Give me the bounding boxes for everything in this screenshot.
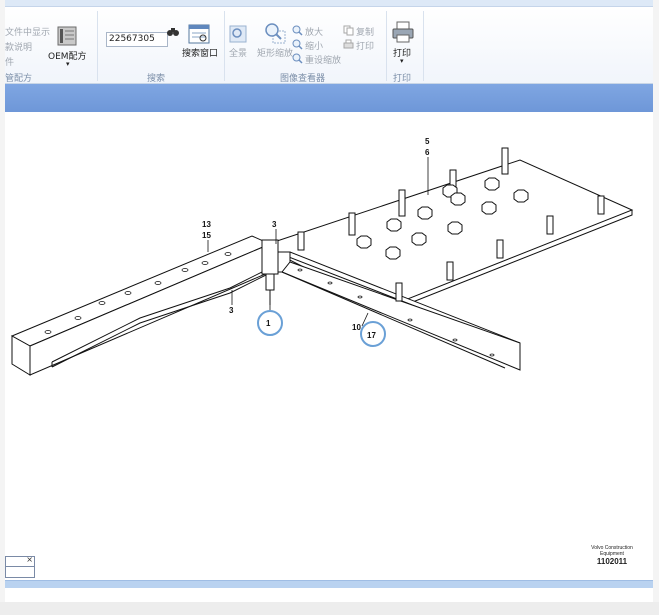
- callout-10[interactable]: 10: [352, 323, 361, 332]
- exploded-parts-drawing: 13 15 3 3 5 6 1 10 17: [10, 137, 634, 376]
- callout-17[interactable]: 17: [367, 331, 376, 340]
- window-footer: [0, 602, 659, 615]
- group-separator: [386, 11, 387, 81]
- oem-recipe-label: OEM配方: [48, 52, 87, 62]
- copy-button[interactable]: 复制: [356, 28, 375, 38]
- oem-recipe-button[interactable]: OEM配方 ▾: [48, 25, 88, 69]
- search-input[interactable]: 22567305: [106, 32, 168, 47]
- zoom-in-icon[interactable]: [292, 25, 303, 36]
- reset-zoom-icon[interactable]: [292, 53, 303, 64]
- ribbon-tab-strip: [5, 0, 653, 7]
- print-dropdown-arrow-icon[interactable]: ▾: [400, 57, 404, 65]
- window-left-border: [0, 0, 5, 615]
- copy-icon[interactable]: [343, 25, 354, 36]
- callout-3-top[interactable]: 3: [272, 220, 277, 229]
- ribbon-toolbar: 文件中显示 款说明 件 管配方 OEM配方 ▾ 22567305 搜索窗口 搜索: [5, 7, 653, 84]
- zoom-out-icon[interactable]: [292, 39, 303, 50]
- zoom-in-button[interactable]: 放大: [305, 28, 324, 38]
- print-group-label: 打印: [393, 74, 412, 84]
- status-bar: [5, 588, 653, 602]
- bottom-panel-band: [5, 580, 653, 588]
- group-separator: [97, 11, 98, 81]
- print-label: 打印: [393, 49, 412, 59]
- description-item[interactable]: 款说明: [5, 43, 33, 53]
- print-small-button[interactable]: 打印: [356, 42, 375, 52]
- full-view-label: 全景: [229, 49, 248, 59]
- watermark-line2: Equipment: [600, 551, 624, 557]
- image-viewer-canvas[interactable]: 13 15 3 3 5 6 1 10 17 Volvo Construction…: [5, 112, 653, 580]
- oem-dropdown-arrow-icon[interactable]: ▾: [66, 60, 70, 68]
- image-viewer-group-label: 图像查看器: [280, 74, 326, 84]
- search-window-icon: [188, 24, 210, 44]
- window-right-border: [653, 0, 659, 615]
- callout-1[interactable]: 1: [266, 319, 271, 328]
- close-icon[interactable]: ×: [26, 555, 33, 564]
- callout-15[interactable]: 15: [202, 231, 211, 240]
- search-group-label: 搜索: [147, 74, 166, 84]
- rect-zoom-button[interactable]: 矩形缩放: [255, 21, 293, 61]
- full-view-icon: [229, 25, 247, 43]
- watermark-line1: Volvo Construction: [591, 545, 633, 551]
- mini-panel-divider: [6, 566, 34, 567]
- callout-3-bottom[interactable]: 3: [229, 306, 234, 315]
- reset-zoom-button[interactable]: 重设缩放: [305, 56, 342, 66]
- rect-zoom-icon: [265, 23, 286, 44]
- print-small-icon[interactable]: [343, 39, 354, 50]
- mini-panel[interactable]: ×: [5, 555, 35, 578]
- part-item[interactable]: 件: [5, 58, 15, 68]
- group-separator: [224, 11, 225, 81]
- printer-icon: [392, 21, 414, 43]
- panel-header-band: [5, 84, 653, 112]
- search-window-label: 搜索窗口: [182, 49, 219, 59]
- zoom-out-button[interactable]: 缩小: [305, 42, 324, 52]
- oem-book-icon: [57, 26, 77, 46]
- full-view-button[interactable]: 全景: [227, 25, 249, 61]
- drawing-number: 1102011: [596, 557, 628, 566]
- callout-6[interactable]: 6: [425, 148, 430, 157]
- group-separator: [423, 11, 424, 81]
- rect-zoom-label: 矩形缩放: [257, 49, 294, 59]
- callout-13[interactable]: 13: [202, 220, 211, 229]
- search-window-button[interactable]: 搜索窗口: [180, 23, 218, 59]
- show-in-file-item[interactable]: 文件中显示: [5, 28, 51, 38]
- callout-5[interactable]: 5: [425, 137, 430, 146]
- binoculars-icon[interactable]: [167, 27, 179, 37]
- print-button[interactable]: 打印 ▾: [389, 21, 417, 67]
- left-group-label: 管配方: [5, 74, 33, 84]
